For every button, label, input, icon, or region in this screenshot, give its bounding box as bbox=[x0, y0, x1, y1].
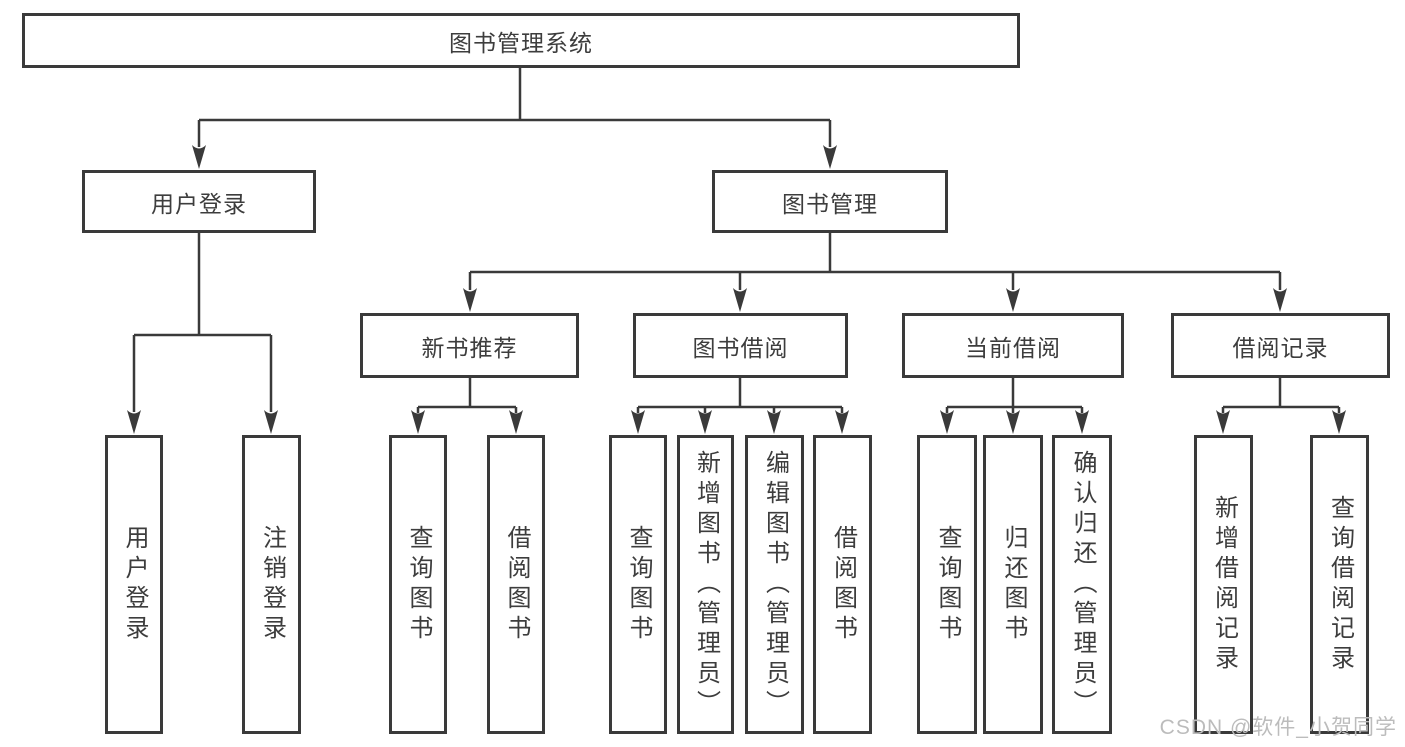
arrowhead-icon bbox=[1075, 410, 1089, 434]
arrowhead-icon bbox=[1006, 288, 1020, 312]
arrowhead-icon bbox=[698, 410, 712, 434]
node-label: 查询借阅记录 bbox=[1326, 494, 1354, 675]
arrowhead-icon bbox=[733, 288, 747, 312]
arrowhead-icon bbox=[192, 145, 206, 169]
arrowhead-icon bbox=[411, 410, 425, 434]
arrowhead-icon bbox=[1216, 410, 1230, 434]
node-label: 归还图书 bbox=[1000, 524, 1027, 645]
node-label: 新增图书（管理员） bbox=[692, 449, 720, 720]
node-leaf-add-book-admin: 新增图书（管理员） bbox=[677, 435, 734, 734]
node-leaf-query-books-1: 查询图书 bbox=[389, 435, 447, 734]
node-leaf-return-books: 归还图书 bbox=[983, 435, 1043, 734]
arrowhead-icon bbox=[835, 410, 849, 434]
node-book-management: 图书管理 bbox=[712, 170, 948, 233]
node-label: 确认归还（管理员） bbox=[1069, 449, 1096, 720]
node-label: 当前借阅 bbox=[965, 334, 1061, 361]
node-label: 注销登录 bbox=[258, 524, 286, 645]
node-book-borrowing: 图书借阅 bbox=[633, 313, 848, 378]
node-label: 图书管理系统 bbox=[449, 29, 593, 56]
node-label: 借阅图书 bbox=[829, 524, 857, 645]
node-leaf-borrow-books-1: 借阅图书 bbox=[487, 435, 545, 734]
node-new-book-recommend: 新书推荐 bbox=[360, 313, 579, 378]
arrowhead-icon bbox=[264, 410, 278, 434]
node-leaf-confirm-return-admin: 确认归还（管理员） bbox=[1052, 435, 1112, 734]
node-label: 查询图书 bbox=[934, 524, 961, 645]
node-label: 图书管理 bbox=[782, 190, 878, 217]
node-user-login: 用户登录 bbox=[82, 170, 316, 233]
node-leaf-query-books-2: 查询图书 bbox=[609, 435, 667, 734]
arrowhead-icon bbox=[1332, 410, 1346, 434]
node-leaf-query-books-3: 查询图书 bbox=[917, 435, 977, 734]
arrowhead-icon bbox=[509, 410, 523, 434]
node-library-management-system: 图书管理系统 bbox=[22, 13, 1020, 68]
node-label: 新书推荐 bbox=[421, 334, 518, 361]
arrowhead-icon bbox=[767, 410, 781, 434]
node-label: 图书借阅 bbox=[692, 334, 789, 361]
arrowhead-icon bbox=[463, 288, 477, 312]
node-leaf-user-login: 用户登录 bbox=[105, 435, 163, 734]
node-current-borrowing: 当前借阅 bbox=[902, 313, 1124, 378]
arrowhead-icon bbox=[1273, 288, 1287, 312]
node-leaf-logout: 注销登录 bbox=[242, 435, 301, 734]
arrowhead-icon bbox=[823, 145, 837, 169]
node-leaf-query-borrow-record: 查询借阅记录 bbox=[1310, 435, 1369, 734]
arrowhead-icon bbox=[940, 410, 954, 434]
node-label: 借阅记录 bbox=[1232, 334, 1329, 361]
node-label: 查询图书 bbox=[625, 524, 652, 645]
node-leaf-add-borrow-record: 新增借阅记录 bbox=[1194, 435, 1253, 734]
node-label: 新增借阅记录 bbox=[1210, 494, 1238, 675]
node-label: 查询图书 bbox=[405, 524, 432, 645]
arrowhead-icon bbox=[631, 410, 645, 434]
node-leaf-edit-book-admin: 编辑图书（管理员） bbox=[745, 435, 804, 734]
node-label: 借阅图书 bbox=[503, 524, 530, 645]
node-label: 编辑图书（管理员） bbox=[761, 449, 789, 720]
node-label: 用户登录 bbox=[151, 190, 247, 217]
node-label: 用户登录 bbox=[121, 524, 148, 645]
arrowhead-icon bbox=[1006, 410, 1020, 434]
arrowhead-icon bbox=[127, 410, 141, 434]
node-borrowing-records: 借阅记录 bbox=[1171, 313, 1390, 378]
csdn-watermark: CSDN @软件_小贺同学 bbox=[1159, 716, 1397, 739]
node-leaf-borrow-books-2: 借阅图书 bbox=[813, 435, 872, 734]
